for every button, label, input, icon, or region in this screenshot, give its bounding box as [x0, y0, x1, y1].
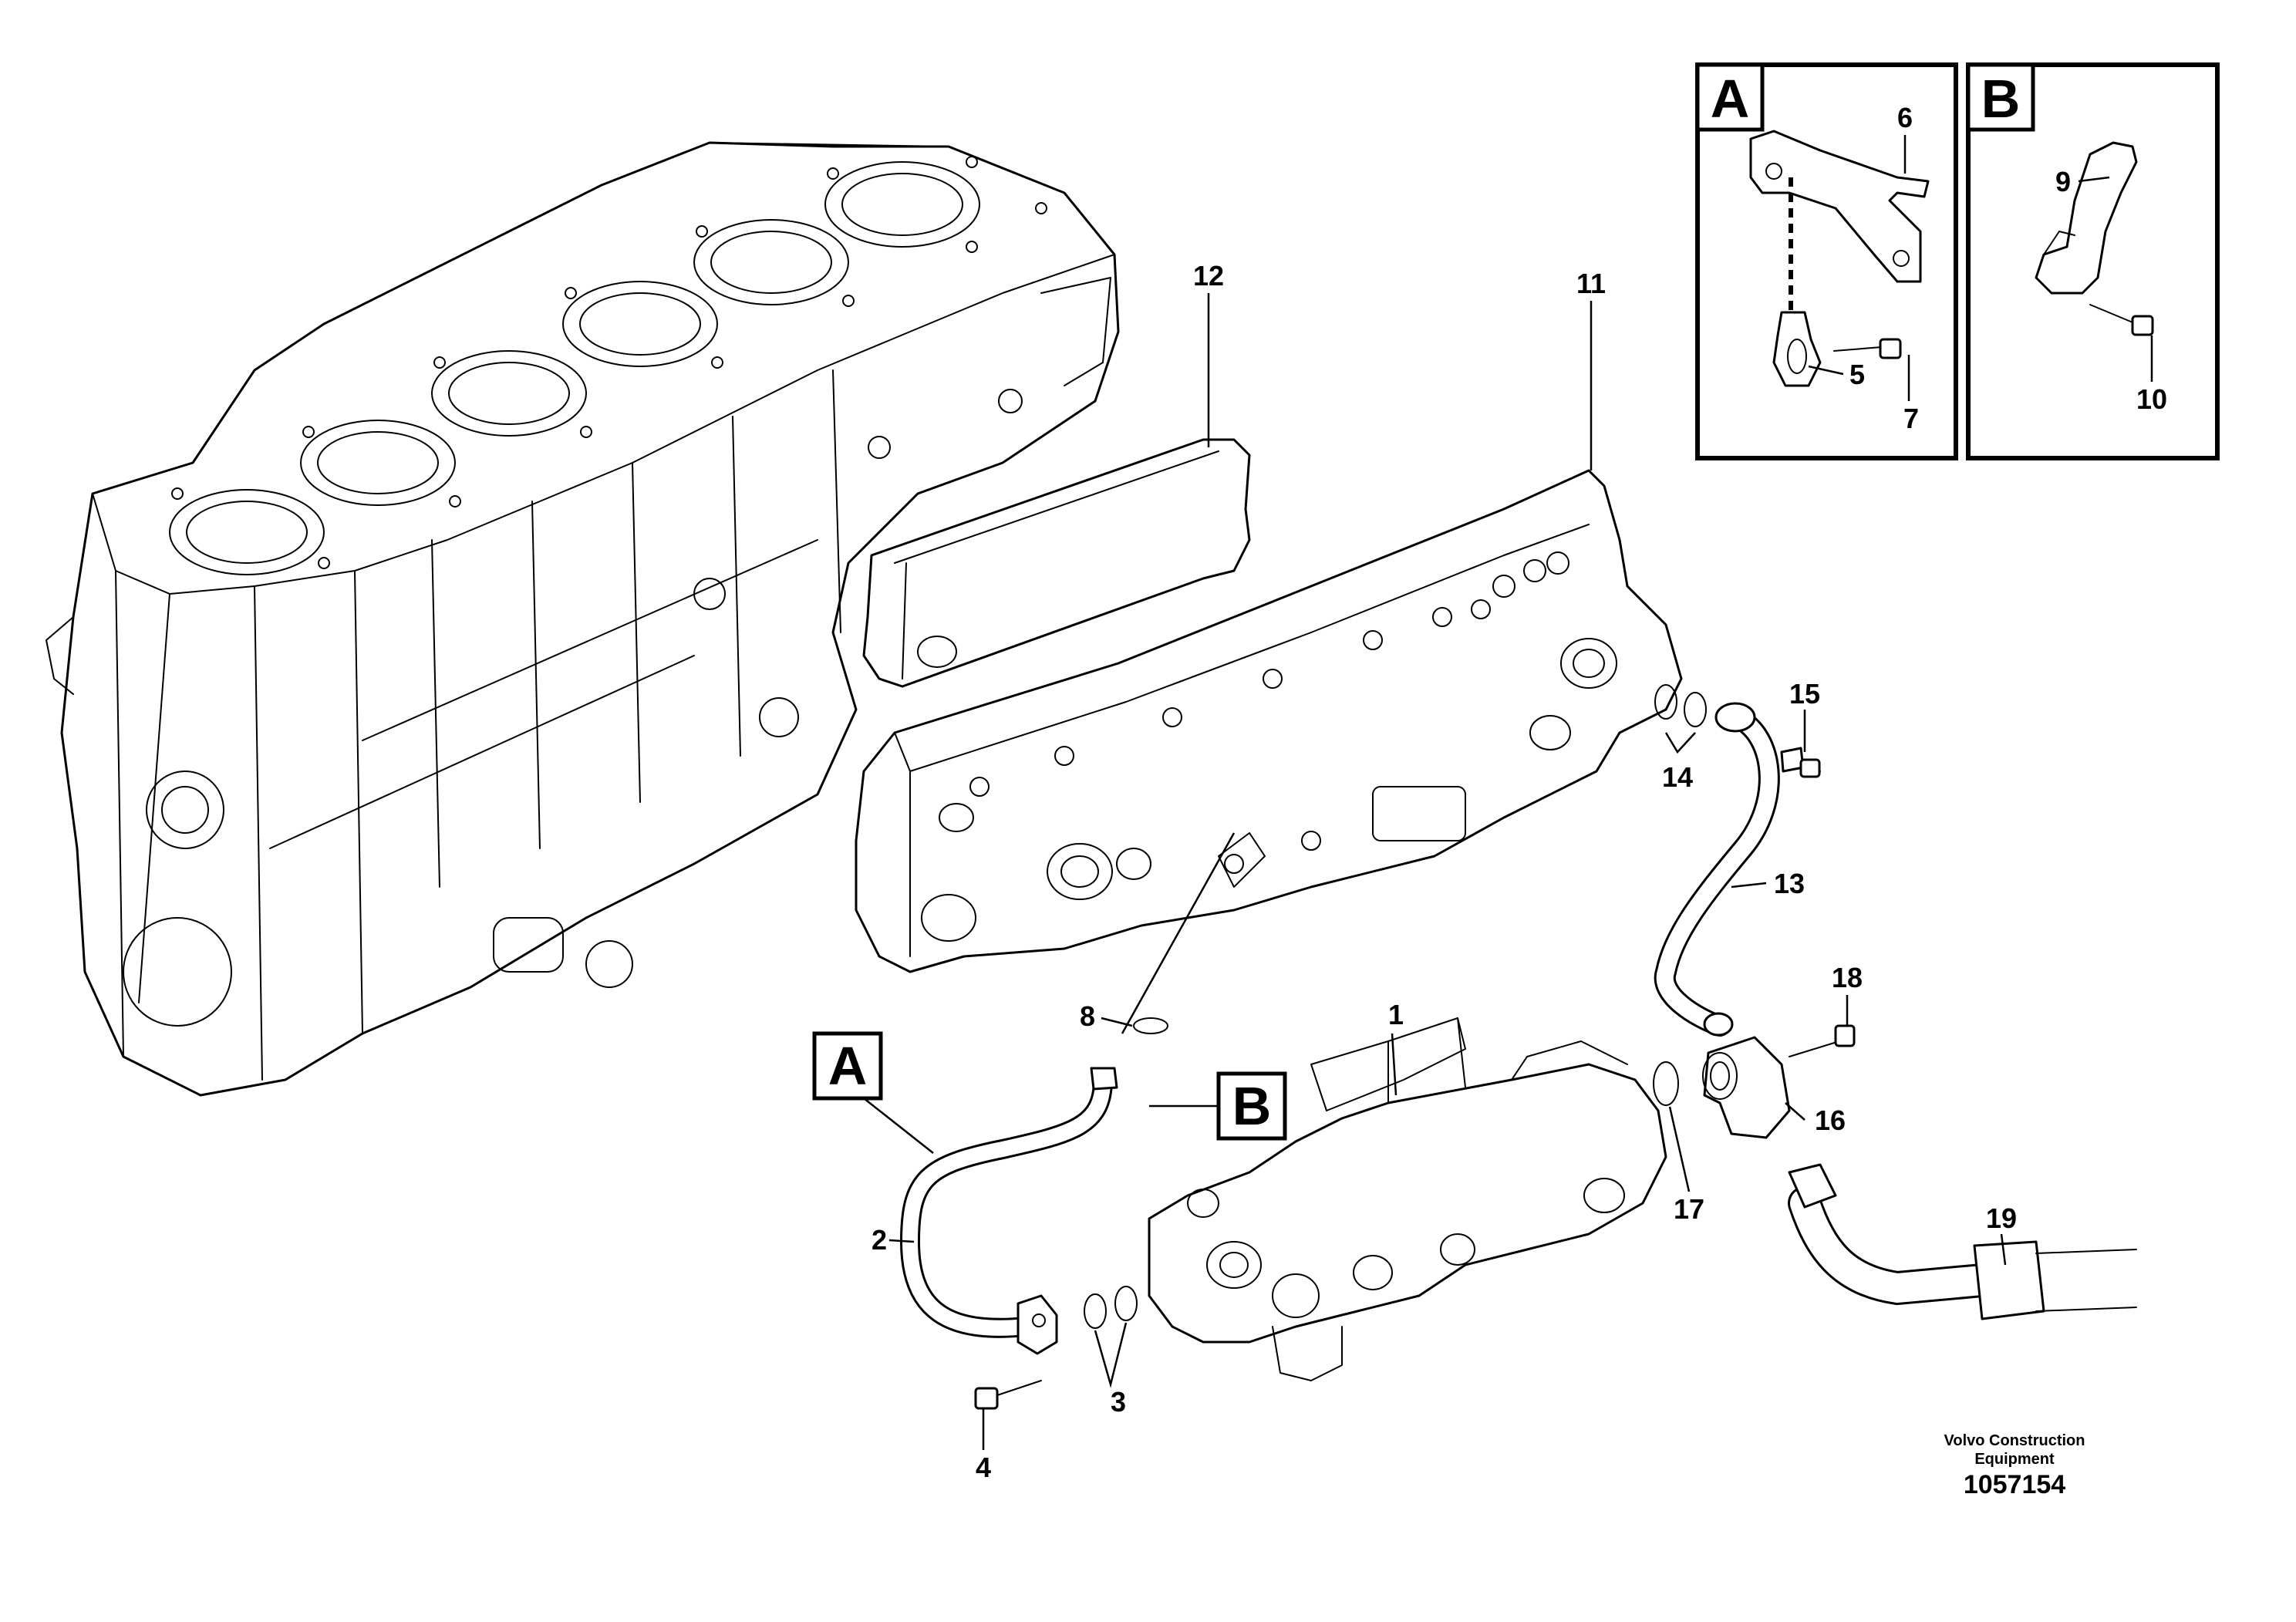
- callout-16: 16: [1815, 1104, 1846, 1136]
- hose-part-19: [1788, 1163, 2137, 1320]
- screw-part-15: [1780, 747, 1821, 778]
- detail-view-a: A: [1695, 62, 1958, 460]
- detail-view-b: B: [1966, 62, 2220, 460]
- tag-a-label: A: [828, 1036, 868, 1096]
- o-ring-part-17: [1653, 1061, 1679, 1106]
- pipe-part-2: [899, 1067, 1118, 1355]
- callout-numbers: 1 2 3 4 5 6 7 8 9 10 11 12 13 14 15 16 1…: [872, 102, 2167, 1483]
- callout-13: 13: [1774, 868, 1805, 899]
- engine-block: [46, 141, 1120, 1097]
- callout-8: 8: [1080, 1000, 1095, 1032]
- detail-a-label: A: [1711, 69, 1750, 129]
- tag-b-label: B: [1232, 1076, 1272, 1136]
- o-rings-part-3: [1084, 1286, 1138, 1329]
- callout-15: 15: [1789, 678, 1820, 710]
- credit-company-line1: Volvo Construction: [1944, 1432, 2085, 1449]
- callout-7: 7: [1903, 403, 1919, 434]
- callout-5: 5: [1849, 359, 1865, 390]
- callout-14: 14: [1662, 761, 1693, 793]
- oil-cooler-housing-part-11: [855, 469, 1683, 973]
- drawing-number: 1057154: [1964, 1470, 2065, 1499]
- detail-b-label: B: [1981, 69, 2021, 129]
- callout-18: 18: [1832, 962, 1863, 993]
- callout-11: 11: [1576, 268, 1606, 299]
- o-rings-part-14: [1654, 684, 1707, 727]
- callout-3: 3: [1111, 1386, 1126, 1418]
- callout-4: 4: [976, 1452, 991, 1483]
- oil-filter-housing-part-1: [1148, 1017, 1667, 1381]
- gasket-part-12: [862, 438, 1251, 688]
- credit-block: Volvo Construction Equipment 1057154: [1944, 1432, 2085, 1499]
- leader-lines: [888, 135, 2153, 1450]
- callout-9: 9: [2055, 166, 2071, 197]
- callout-19: 19: [1986, 1202, 2017, 1234]
- tag-b: B: [1149, 1071, 1287, 1141]
- screw-part-18: [1789, 1024, 1856, 1057]
- callout-1: 1: [1388, 999, 1404, 1030]
- callout-2: 2: [872, 1224, 887, 1256]
- credit-company-line2: Equipment: [1974, 1451, 2055, 1468]
- callout-12: 12: [1193, 260, 1224, 292]
- elbow-connector-part-16: [1702, 1036, 1791, 1139]
- o-ring-part-8: [1133, 1017, 1168, 1034]
- callout-17: 17: [1674, 1193, 1704, 1225]
- screw-part-4: [974, 1380, 1042, 1410]
- callout-10: 10: [2136, 383, 2167, 415]
- tag-a: A: [812, 1031, 934, 1154]
- pipe-part-13: [1654, 702, 1780, 1037]
- callout-6: 6: [1897, 102, 1913, 133]
